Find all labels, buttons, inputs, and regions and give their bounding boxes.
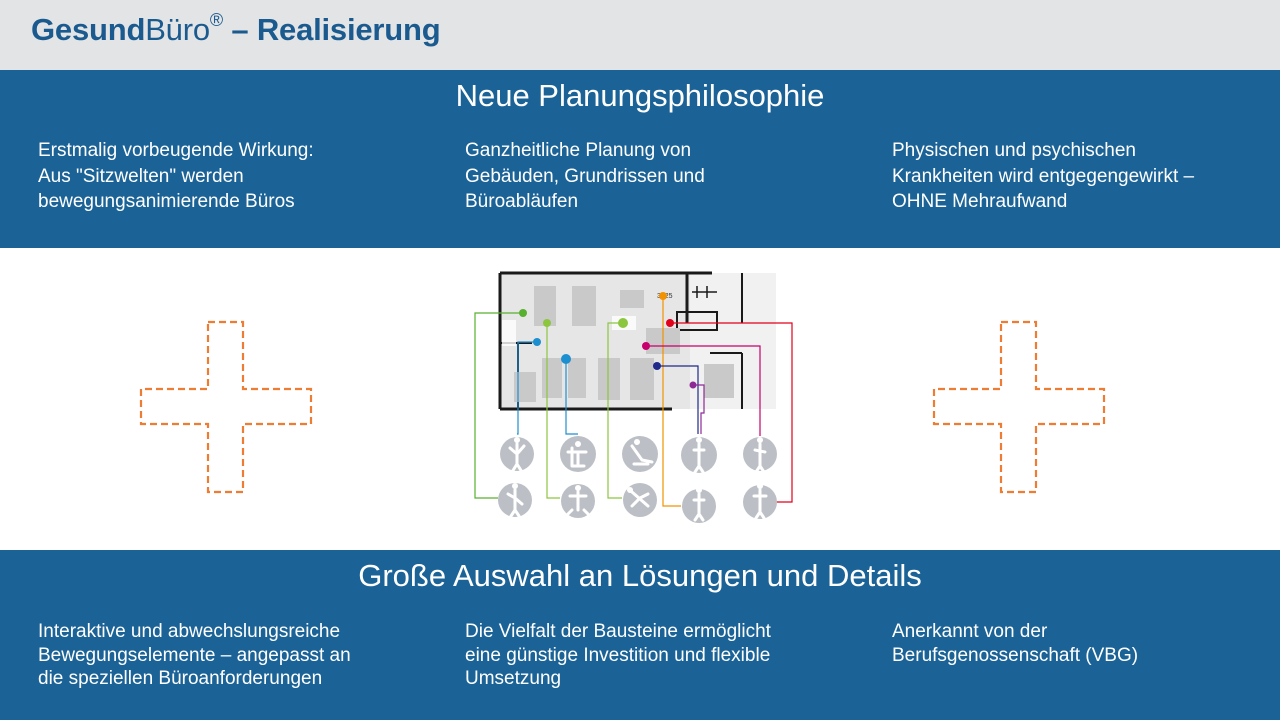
section-title-bottom: Große Auswahl an Lösungen und Details xyxy=(358,558,922,593)
text-line: Aus "Sitzwelten" werden xyxy=(38,165,244,187)
text-line: Erstmalig vorbeugende Wirkung: xyxy=(38,140,314,161)
title-brand-bold: Gesund xyxy=(31,12,146,47)
text-line: Ganzheitliche Planung von xyxy=(465,140,692,161)
text-line: Gebäuden, Grundrissen und xyxy=(465,165,705,187)
plus-outline-icon xyxy=(932,320,1106,494)
text-line: bewegungsanimierende Büros xyxy=(38,191,295,212)
text-line: die speziellen Büroanforderungen xyxy=(38,668,323,689)
solutions-section: Große Auswahl an Lösungen und Details In… xyxy=(0,550,1280,720)
text-line: OHNE Mehraufwand xyxy=(892,191,1068,212)
top-column-2: Ganzheitliche Planung von Gebäuden, Grun… xyxy=(465,138,785,215)
top-column-1: Erstmalig vorbeugende Wirkung: Aus "Sitz… xyxy=(38,138,358,215)
plus-outline-icon xyxy=(139,320,313,494)
section-title-top: Neue Planungsphilosophie xyxy=(455,78,825,113)
text-line: Interaktive und abwechslungsreiche xyxy=(38,621,341,642)
text-line: Die Vielfalt der Bausteine ermöglicht xyxy=(465,621,771,642)
top-column-3: Physischen und psychischen Krankheiten w… xyxy=(892,138,1237,215)
text-line: Umsetzung xyxy=(465,668,562,689)
bottom-column-2: Die Vielfalt der Bausteine ermöglicht ei… xyxy=(465,620,785,691)
exercise-figure-icon xyxy=(622,436,658,472)
title-brand-regular: Büro xyxy=(145,12,210,47)
text-line: Anerkannt von der xyxy=(892,621,1048,642)
text-line: Krankheiten wird entgegengewirkt – xyxy=(892,165,1195,187)
office-floorplan-diagram: 3325 xyxy=(474,271,793,523)
text-line: Physischen und psychischen xyxy=(892,140,1136,161)
bottom-column-1: Interaktive und abwechslungsreiche Beweg… xyxy=(38,620,358,691)
slide-title: GesundBüro® – Realisierung xyxy=(31,9,441,48)
slide-header: GesundBüro® – Realisierung xyxy=(0,0,1280,70)
title-rest: – Realisierung xyxy=(222,12,441,47)
text-line: Bewegungselemente – angepasst an xyxy=(38,644,351,666)
registered-mark: ® xyxy=(209,9,223,30)
bottom-column-3: Anerkannt von der Berufsgenossenschaft (… xyxy=(892,620,1212,667)
text-line: eine günstige Investition und flexible xyxy=(465,644,771,666)
text-line: Berufsgenossenschaft (VBG) xyxy=(892,644,1139,666)
text-line: Büroabläufen xyxy=(465,191,579,212)
office-floorplan-icon: 3325 xyxy=(498,271,776,411)
planning-philosophy-section: Neue Planungsphilosophie Erstmalig vorbe… xyxy=(0,70,1280,248)
location-markers xyxy=(519,292,697,389)
